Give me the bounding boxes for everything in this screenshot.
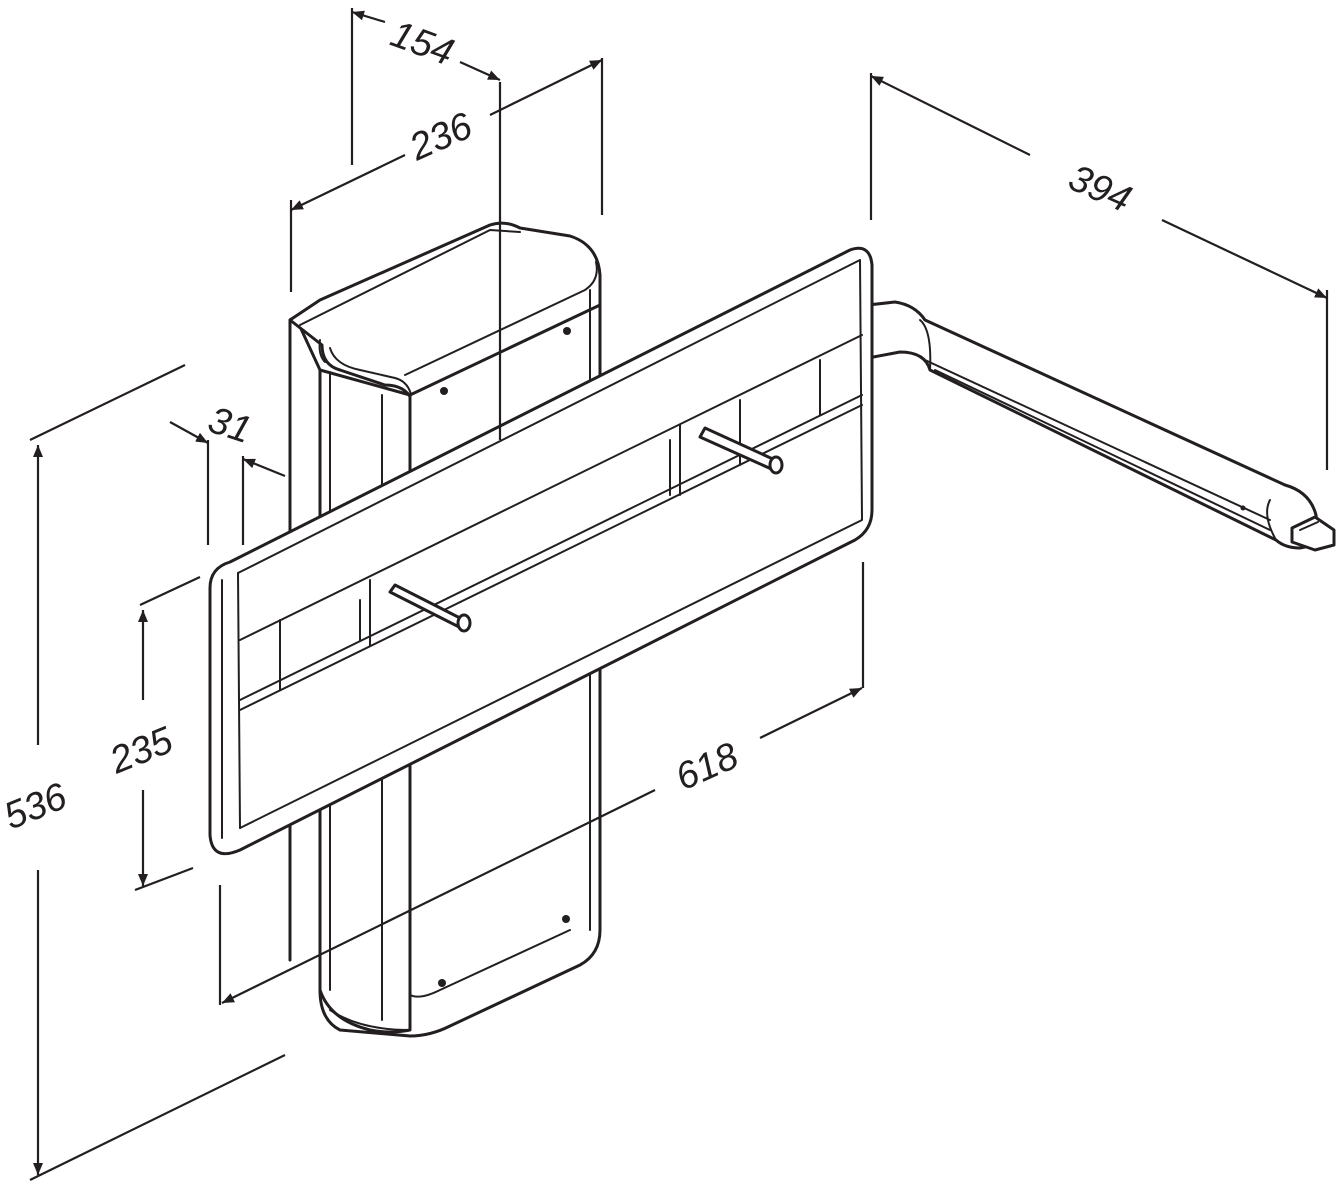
dimension-lines [29, 8, 1329, 1181]
dim-394-label: 394 [1062, 157, 1137, 221]
mounting-panel [208, 246, 874, 856]
dim-236-label: 236 [403, 105, 480, 170]
dim-618-label: 618 [670, 735, 745, 799]
dim-31-label: 31 [203, 399, 256, 452]
dim-235-label: 235 [103, 719, 179, 782]
dim-536-label: 536 [0, 775, 74, 838]
dim-154-label: 154 [385, 13, 459, 74]
support-arm [866, 300, 1336, 552]
